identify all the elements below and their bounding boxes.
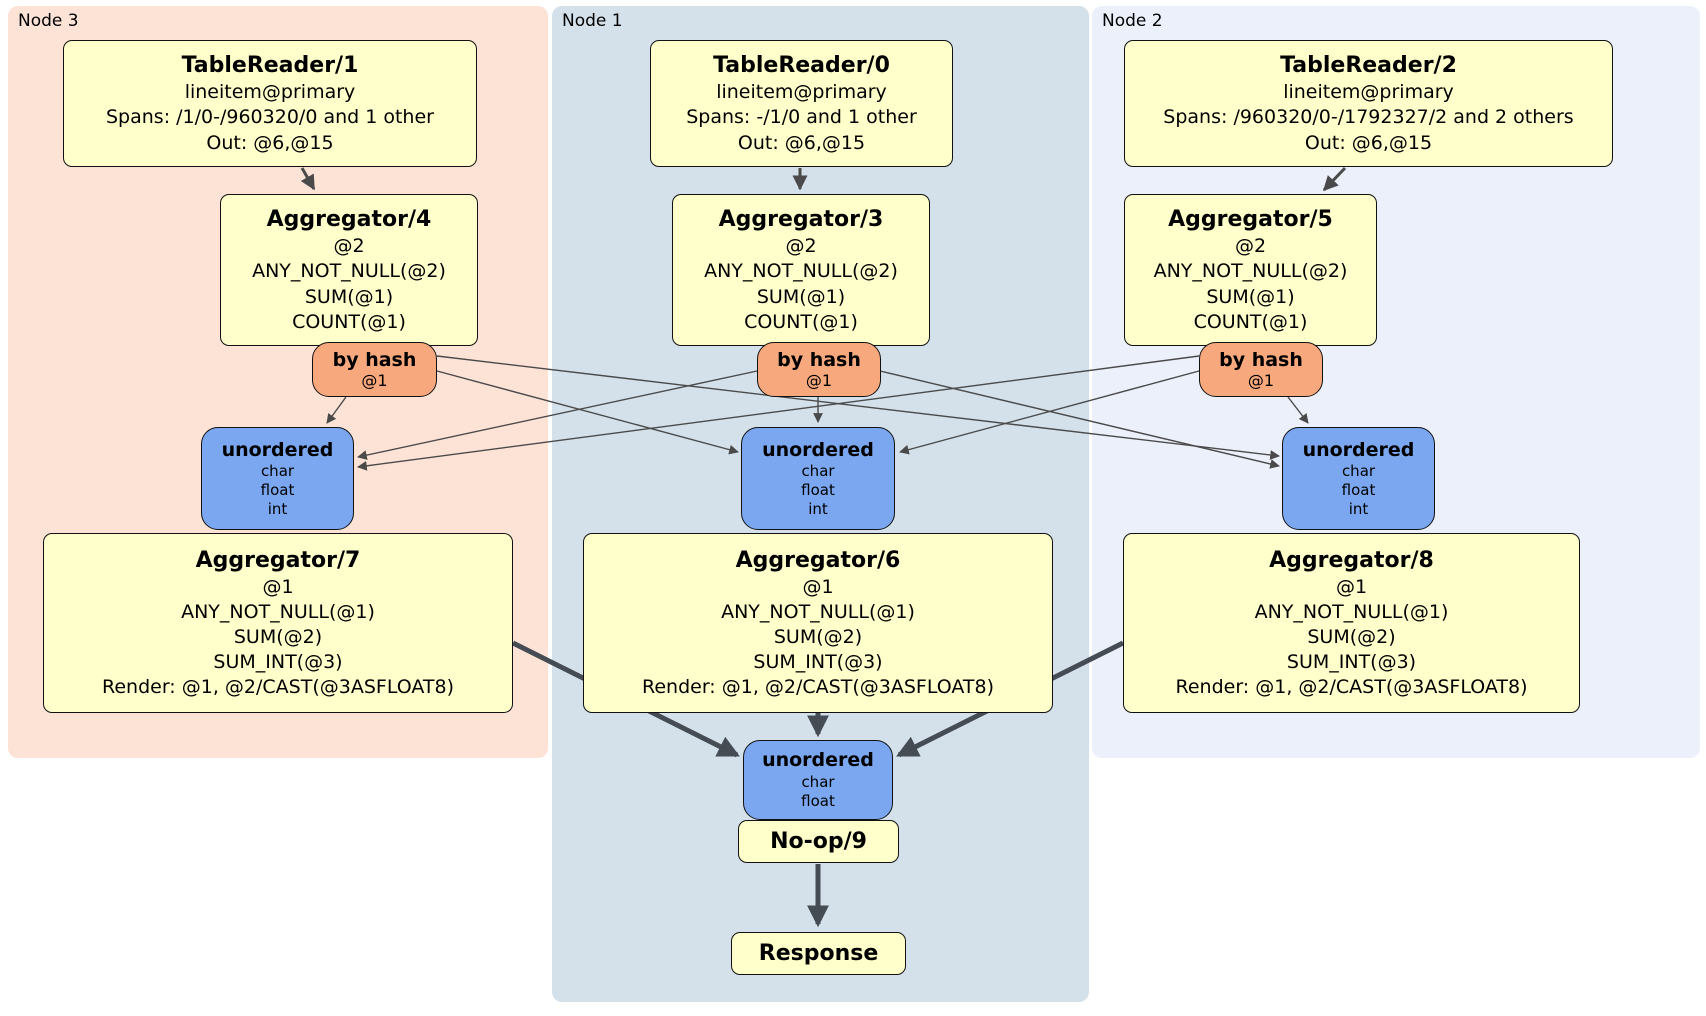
processor-title: Aggregator/8 <box>1269 547 1434 573</box>
panel-node-2-label: Node 2 <box>1102 11 1163 31</box>
processor-line: SUM_INT(@3) <box>1286 651 1417 674</box>
processor-tablereader-2: TableReader/2 lineitem@primary Spans: /9… <box>1124 40 1613 167</box>
processor-title: Aggregator/4 <box>266 207 432 233</box>
panel-node-1-label: Node 1 <box>562 11 623 31</box>
sync-type: float <box>801 481 835 499</box>
processor-line: Out: @6,@15 <box>737 131 866 154</box>
router-title: by hash <box>777 348 861 371</box>
processor-title: TableReader/2 <box>1280 53 1457 79</box>
processor-line: SUM_INT(@3) <box>213 651 343 674</box>
sync-type: float <box>1341 481 1376 499</box>
sync-unordered-8: unordered char float int <box>1282 427 1435 530</box>
processor-title: Response <box>758 940 879 966</box>
processor-aggregator-7: Aggregator/7 @1 ANY_NOT_NULL(@1) SUM(@2)… <box>43 533 513 713</box>
processor-line: lineitem@primary <box>184 81 356 104</box>
processor-line: ANY_NOT_NULL(@1) <box>181 600 375 623</box>
processor-line: Spans: /1/0-/960320/0 and 1 other <box>106 106 434 129</box>
processor-line: SUM(@1) <box>756 285 846 308</box>
processor-line: COUNT(@1) <box>292 310 406 333</box>
processor-aggregator-4: Aggregator/4 @2 ANY_NOT_NULL(@2) SUM(@1)… <box>220 194 478 346</box>
sync-type: int <box>1348 499 1369 518</box>
processor-title: No-op/9 <box>770 828 867 854</box>
processor-line: @1 <box>1335 575 1368 598</box>
processor-line: COUNT(@1) <box>744 310 858 333</box>
processor-line: ANY_NOT_NULL(@1) <box>1254 600 1449 623</box>
router-detail: @1 <box>805 371 833 391</box>
processor-line: SUM(@1) <box>304 285 394 308</box>
processor-line: @2 <box>333 235 365 258</box>
processor-response: Response <box>731 932 906 975</box>
processor-line: Spans: /960320/0-/1792327/2 and 2 others <box>1163 106 1574 129</box>
processor-line: ANY_NOT_NULL(@2) <box>1153 260 1348 283</box>
processor-line: Out: @6,@15 <box>206 131 334 154</box>
sync-unordered-6: unordered char float int <box>741 427 895 530</box>
processor-line: @2 <box>1234 235 1267 258</box>
sync-type: float <box>260 481 295 499</box>
processor-line: Render: @1, @2/CAST(@3ASFLOAT8) <box>642 676 994 699</box>
sync-title: unordered <box>762 749 874 772</box>
processor-line: Out: @6,@15 <box>1304 131 1433 154</box>
sync-type: char <box>260 462 295 481</box>
processor-line: SUM(@2) <box>233 625 323 648</box>
processor-line: SUM_INT(@3) <box>753 651 883 674</box>
processor-title: Aggregator/5 <box>1168 207 1333 233</box>
processor-aggregator-8: Aggregator/8 @1 ANY_NOT_NULL(@1) SUM(@2)… <box>1123 533 1580 713</box>
sync-type: char <box>801 462 835 481</box>
panel-node-3-label: Node 3 <box>18 11 79 31</box>
processor-title: Aggregator/6 <box>735 547 901 573</box>
sync-title: unordered <box>762 438 874 461</box>
sync-type: int <box>808 499 828 518</box>
processor-title: Aggregator/3 <box>718 207 884 233</box>
router-detail: @1 <box>361 371 388 391</box>
processor-line: @1 <box>262 575 294 598</box>
processor-aggregator-5: Aggregator/5 @2 ANY_NOT_NULL(@2) SUM(@1)… <box>1124 194 1377 346</box>
processor-line: Render: @1, @2/CAST(@3ASFLOAT8) <box>1175 676 1528 699</box>
router-detail: @1 <box>1247 371 1275 391</box>
processor-title: TableReader/0 <box>713 53 890 79</box>
sync-title: unordered <box>1302 438 1415 461</box>
processor-noop-9: No-op/9 <box>738 820 899 863</box>
sync-type: float <box>801 791 835 810</box>
processor-line: Spans: -/1/0 and 1 other <box>686 106 917 129</box>
sync-type: char <box>801 773 835 792</box>
processor-title: Aggregator/7 <box>195 547 361 573</box>
processor-line: SUM(@2) <box>1307 625 1396 648</box>
sync-unordered-7: unordered char float int <box>201 427 354 530</box>
router-by-hash-5: by hash @1 <box>1199 342 1323 397</box>
processor-line: COUNT(@1) <box>1193 310 1308 333</box>
processor-line: ANY_NOT_NULL(@2) <box>704 260 898 283</box>
processor-aggregator-6: Aggregator/6 @1 ANY_NOT_NULL(@1) SUM(@2)… <box>583 533 1053 713</box>
router-title: by hash <box>1219 348 1303 371</box>
sync-title: unordered <box>221 438 334 461</box>
processor-line: lineitem@primary <box>1283 81 1454 104</box>
router-by-hash-4: by hash @1 <box>312 342 437 397</box>
processor-line: @2 <box>785 235 817 258</box>
processor-title: TableReader/1 <box>181 53 359 79</box>
router-by-hash-3: by hash @1 <box>757 342 881 397</box>
sync-unordered-final: unordered char float <box>743 740 893 820</box>
processor-line: SUM(@1) <box>1206 285 1295 308</box>
sync-type: char <box>1341 462 1376 481</box>
router-title: by hash <box>332 348 417 371</box>
processor-line: Render: @1, @2/CAST(@3ASFLOAT8) <box>102 676 454 699</box>
processor-line: lineitem@primary <box>716 81 887 104</box>
processor-line: @1 <box>802 575 834 598</box>
processor-tablereader-0: TableReader/0 lineitem@primary Spans: -/… <box>650 40 953 167</box>
processor-tablereader-1: TableReader/1 lineitem@primary Spans: /1… <box>63 40 477 167</box>
sync-type: int <box>267 499 288 518</box>
processor-aggregator-3: Aggregator/3 @2 ANY_NOT_NULL(@2) SUM(@1)… <box>672 194 930 346</box>
processor-line: SUM(@2) <box>773 625 863 648</box>
processor-line: ANY_NOT_NULL(@2) <box>252 260 446 283</box>
processor-line: ANY_NOT_NULL(@1) <box>721 600 915 623</box>
